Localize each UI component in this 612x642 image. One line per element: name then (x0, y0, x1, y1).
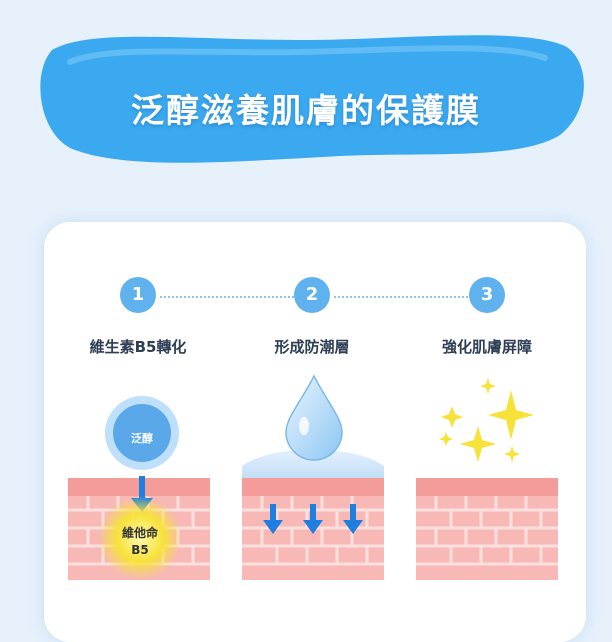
step-number: 1 (120, 277, 156, 313)
panthenol-label: 泛醇 (131, 432, 153, 445)
banner-cloud (40, 35, 584, 163)
vitamin-b5-line1: 維他命 (121, 526, 158, 540)
step-label: 維生素B5轉化 (89, 338, 187, 356)
vitamin-b5-line2: B5 (131, 543, 149, 557)
step-connector (160, 296, 294, 298)
vitamin-b5-label: 維他命 B5 (110, 525, 170, 559)
illustration-moisture-barrier (242, 374, 384, 580)
step-connector (334, 296, 468, 298)
illustration-vitamin-b5 (68, 396, 210, 580)
step-number: 2 (294, 277, 330, 313)
step-number: 3 (469, 277, 505, 313)
banner-title: 泛醇滋養肌膚的保護膜 (131, 91, 481, 130)
illustration-skin-barrier (416, 378, 558, 580)
step-label: 形成防潮層 (274, 338, 350, 356)
step-label: 強化肌膚屏障 (441, 338, 532, 356)
